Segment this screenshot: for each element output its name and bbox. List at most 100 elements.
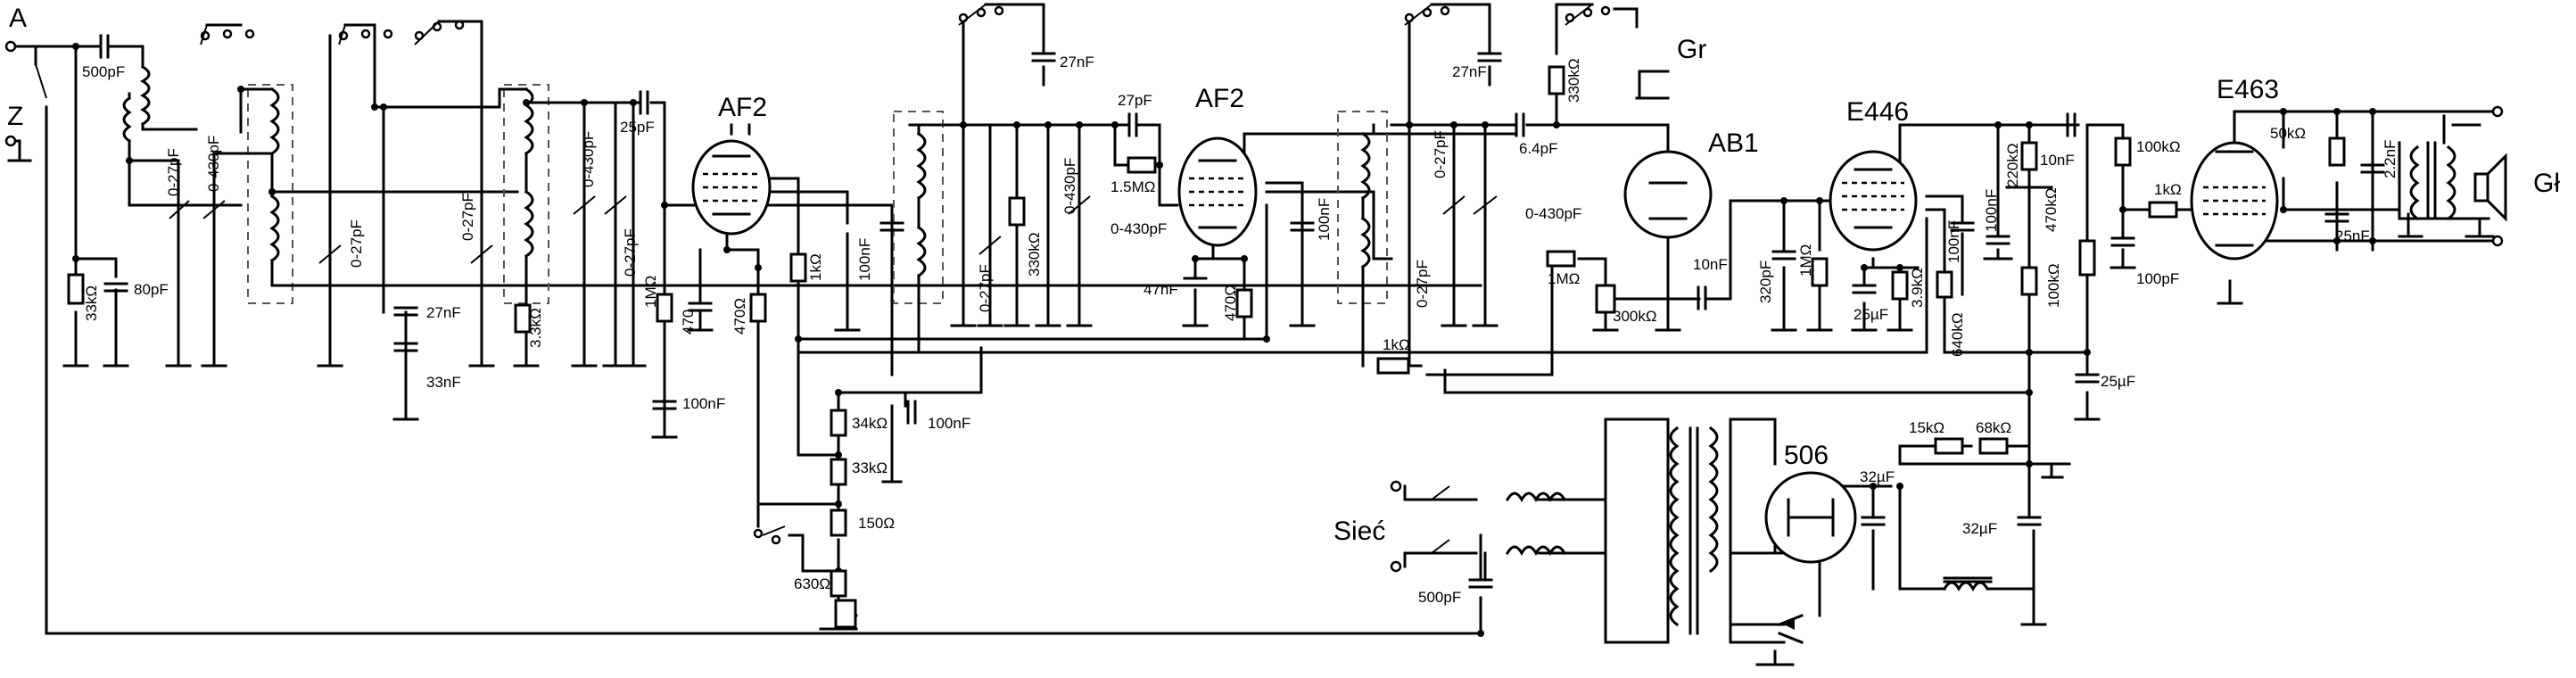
label-27pf: 27pF <box>1118 92 1152 109</box>
pickup-label: Gr <box>1677 35 1706 64</box>
label-10nf-b: 10nF <box>2040 152 2075 169</box>
speaker-terminal[interactable] <box>2491 235 2504 247</box>
label-220k: 220kΩ <box>2004 143 2021 187</box>
label-15k: 15kΩ <box>1909 419 1944 436</box>
label-100nf-e: 100nF <box>1945 220 1962 263</box>
label-1m-c: 1MΩ <box>1797 244 1814 277</box>
transformers <box>1505 141 2507 644</box>
label-3k3: 3.3kΩ <box>527 308 544 348</box>
speaker-label: Gł <box>2533 169 2560 198</box>
tube-label-af2-if: AF2 <box>1195 84 1244 113</box>
tube-e463 <box>2190 141 2279 260</box>
tube-ab1 <box>1623 150 1713 239</box>
label-100k-b: 100kΩ <box>2136 138 2181 155</box>
label-trim-3: 0-27pF <box>459 193 476 241</box>
label-trim-6: 0-27pF <box>1414 260 1431 308</box>
label-trim-4: 0-27pF <box>622 228 639 277</box>
shield-box-4 <box>1337 111 1388 304</box>
label-32uf-b: 32µF <box>1962 520 1997 537</box>
label-50k: 50kΩ <box>2270 125 2306 142</box>
label-330k-a: 330kΩ <box>1026 232 1043 277</box>
mains-terminal-2[interactable] <box>1390 560 1402 573</box>
label-var-3b: 0-430pF <box>1110 220 1167 237</box>
wiring <box>4 3 2504 666</box>
shield-box-3 <box>893 111 944 304</box>
label-47nf: 47nF <box>1144 281 1178 298</box>
label-32uf-a: 32µF <box>1860 468 1895 485</box>
label-25nf: 25nF <box>2335 227 2370 244</box>
label-25pf: 25pF <box>620 119 655 136</box>
label-27nf-2: 27nF <box>1060 54 1094 70</box>
label-var-4: 0-430pF <box>1525 205 1581 222</box>
label-25uf-b: 25µF <box>2101 373 2135 390</box>
label-1k-b: 1kΩ <box>1383 336 1410 353</box>
resistor-33k <box>67 273 85 305</box>
label-27nf-1: 27nF <box>426 304 461 321</box>
label-1m-b: 1MΩ <box>1548 270 1580 287</box>
label-1m5: 1.5MΩ <box>1110 178 1156 195</box>
label-68k: 68kΩ <box>1976 419 2011 436</box>
label-80pf: 80pF <box>134 281 169 298</box>
speaker-icon <box>2473 172 2489 203</box>
label-100pf: 100pF <box>2136 270 2179 287</box>
label-470k: 470kΩ <box>2043 187 2060 232</box>
label-300k: 300kΩ <box>1613 308 1657 325</box>
label-var-3: 0-430pF <box>1061 158 1078 214</box>
capacitors <box>99 34 2385 589</box>
label-10nf-a: 10nF <box>1693 256 1728 273</box>
label-trim-5: 0-27pF <box>977 264 994 312</box>
label-27nf-3: 27nF <box>1452 63 1487 80</box>
label-var-1: 0-430pF <box>205 136 222 192</box>
label-trim-7: 0-27pF <box>1432 130 1449 178</box>
resistors <box>67 65 2346 629</box>
label-2n2: 2.2nF <box>2382 140 2398 178</box>
tube-label-af2-rf: AF2 <box>718 93 767 122</box>
label-100nf-d: 100nF <box>1316 198 1333 241</box>
tube-506 <box>1764 471 1857 564</box>
label-var-2: 0-430pF <box>580 131 597 187</box>
variable-cap-arrows <box>169 195 1498 264</box>
mains-terminal-1[interactable] <box>1390 480 1402 492</box>
label-34k: 34kΩ <box>852 415 888 432</box>
label-trim-2: 0-27pF <box>348 219 365 268</box>
tube-label-e446: E446 <box>1846 97 1909 127</box>
label-1m-grid: 1MΩ <box>642 276 659 308</box>
label-640k: 640kΩ <box>1949 312 1966 357</box>
label-100k-a: 100kΩ <box>2045 263 2062 308</box>
label-100nf-a: 100nF <box>856 238 873 281</box>
label-150: 150Ω <box>858 515 895 532</box>
label-330k-b: 330kΩ <box>1565 58 1582 103</box>
label-33nf: 33nF <box>426 374 461 391</box>
tube-label-e463: E463 <box>2217 75 2279 104</box>
label-320pf: 320pF <box>1757 260 1774 303</box>
mains-label: Sieć <box>1333 517 1385 546</box>
tube-af2-rf <box>691 139 772 236</box>
tube-label-506: 506 <box>1784 441 1829 470</box>
label-630: 630Ω <box>794 575 830 592</box>
junction-dots <box>72 43 2376 637</box>
label-25uf-a: 25µF <box>1854 306 1888 323</box>
label-33k: 33kΩ <box>83 285 100 321</box>
label-1k-c: 1kΩ <box>2154 181 2182 198</box>
label-100nf-b: 100nF <box>682 395 725 412</box>
label-100nf-f: 100nF <box>1983 189 2000 232</box>
label-500pf-mains: 500pF <box>1418 589 1461 606</box>
tube-e446 <box>1829 150 1918 252</box>
resistor-3k3 <box>514 303 532 334</box>
label-trim-1: 0-27pF <box>165 148 182 196</box>
label-6p4: 6.4pF <box>1519 140 1557 157</box>
label-100nf-c: 100nF <box>928 415 970 432</box>
label-33k-b: 33kΩ <box>852 459 888 476</box>
tube-labels: AF2 AF2 AB1 E446 E463 506 <box>718 75 2279 470</box>
label-500pf: 500pF <box>82 63 125 80</box>
tube-af2-if <box>1177 136 1258 247</box>
tubes <box>691 136 2279 564</box>
label-1k-a: 1kΩ <box>807 253 824 281</box>
tube-label-ab1: AB1 <box>1708 128 1759 158</box>
label-470-b: 470Ω <box>1222 285 1239 321</box>
component-labels: 500pF 80pF 33kΩ 0-27pF 0-430pF 0-27pF 27… <box>82 54 2398 606</box>
shield-box-1 <box>247 84 293 304</box>
ground-label: Z <box>7 102 23 131</box>
label-470: 470 <box>680 310 697 335</box>
